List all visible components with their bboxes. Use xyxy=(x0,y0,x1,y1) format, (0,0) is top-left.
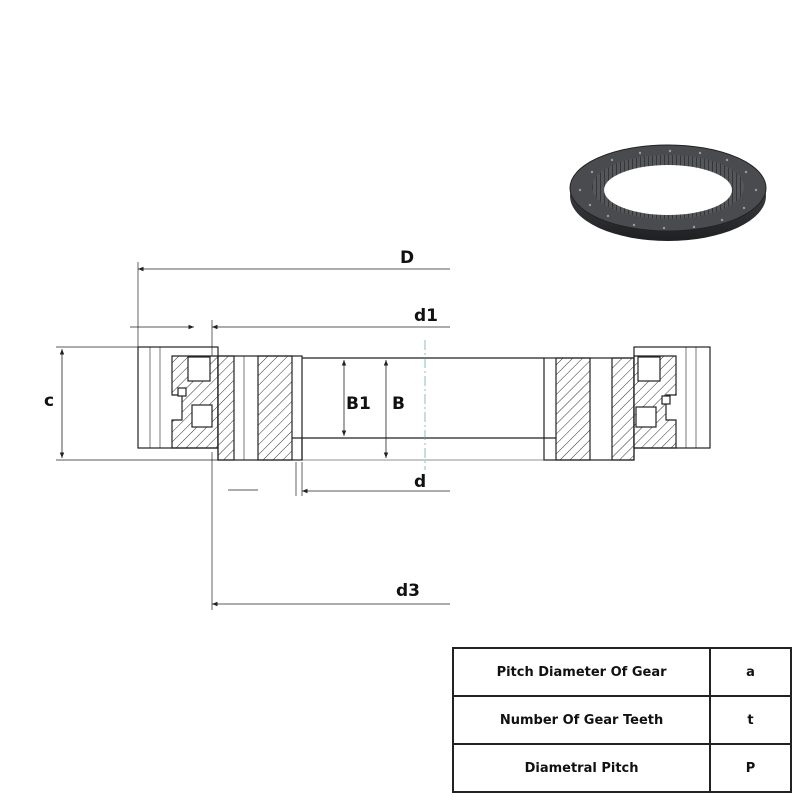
bore-outline xyxy=(292,357,556,461)
table-row: Number Of Gear Teeth t xyxy=(451,695,792,745)
table-row: Diametral Pitch P xyxy=(451,743,792,793)
dim-label-B: B xyxy=(392,394,405,414)
dim-label-d: d xyxy=(414,472,426,492)
dimension-lines xyxy=(59,266,450,607)
row-symbol: P xyxy=(709,743,792,793)
row-symbol: a xyxy=(709,647,792,697)
table-row: Pitch Diameter Of Gear a xyxy=(451,647,792,697)
dim-label-B1: B1 xyxy=(346,394,371,414)
dim-label-d3: d3 xyxy=(396,581,420,601)
row-symbol: t xyxy=(709,695,792,745)
section-left xyxy=(137,346,303,461)
dim-label-c: c xyxy=(44,391,54,411)
section-right xyxy=(543,346,711,461)
dim-label-d1: d1 xyxy=(414,306,438,326)
dim-label-D: D xyxy=(400,248,414,268)
bearing-ring-3d-image xyxy=(569,144,767,241)
row-label: Number Of Gear Teeth xyxy=(451,695,712,745)
row-label: Pitch Diameter Of Gear xyxy=(451,647,712,697)
gear-spec-table: Pitch Diameter Of Gear a Number Of Gear … xyxy=(451,647,792,793)
row-label: Diametral Pitch xyxy=(451,743,712,793)
